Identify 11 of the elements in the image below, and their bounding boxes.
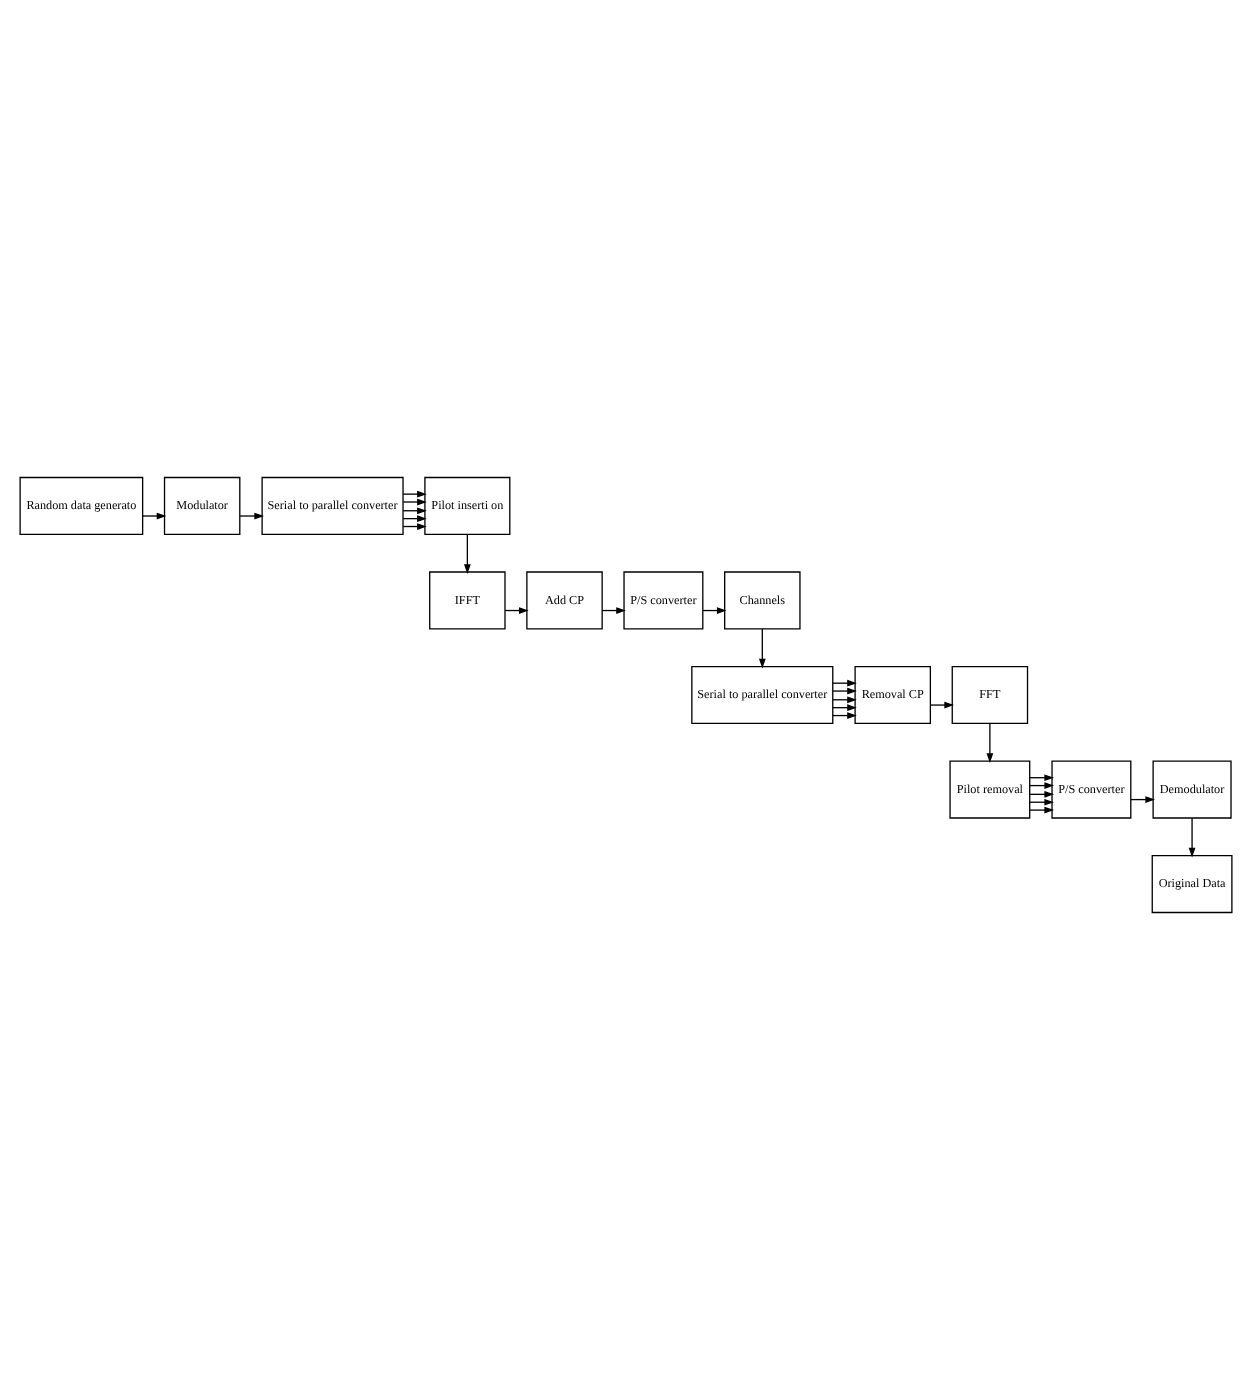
arrow xyxy=(402,497,427,505)
arrow xyxy=(832,686,857,694)
arrow xyxy=(239,511,264,519)
arrow xyxy=(986,721,994,762)
arrow xyxy=(1029,805,1054,813)
arrow xyxy=(402,489,427,497)
arrow xyxy=(929,700,954,708)
arrow xyxy=(758,627,766,668)
arrow xyxy=(142,511,167,519)
arrow xyxy=(1188,816,1196,857)
arrow xyxy=(464,532,471,573)
